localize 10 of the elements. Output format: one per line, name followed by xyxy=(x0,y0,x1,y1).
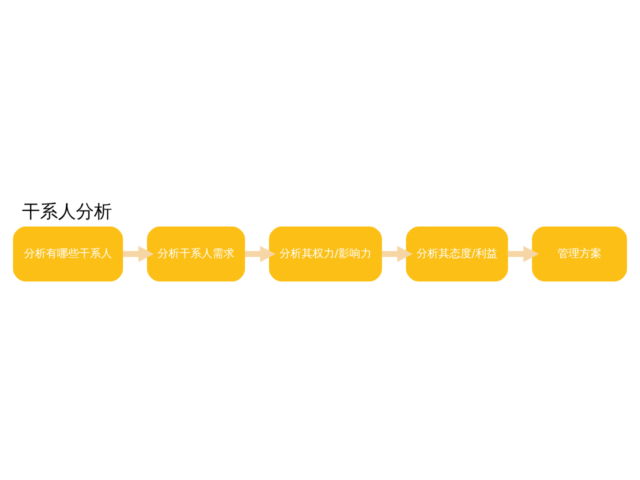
node-box: 分析其权力/影响力 xyxy=(269,226,382,282)
diagram-title: 干系人分析 xyxy=(22,201,112,222)
node-box: 分析有哪些干系人 xyxy=(13,226,123,282)
arrow xyxy=(508,246,539,262)
arrow xyxy=(122,246,154,262)
node-box: 分析干系人需求 xyxy=(147,226,245,282)
arrow xyxy=(382,246,413,262)
node-box: 管理方案 xyxy=(532,226,627,282)
arrow xyxy=(244,246,276,262)
node-box: 分析其态度/利益 xyxy=(406,226,508,282)
